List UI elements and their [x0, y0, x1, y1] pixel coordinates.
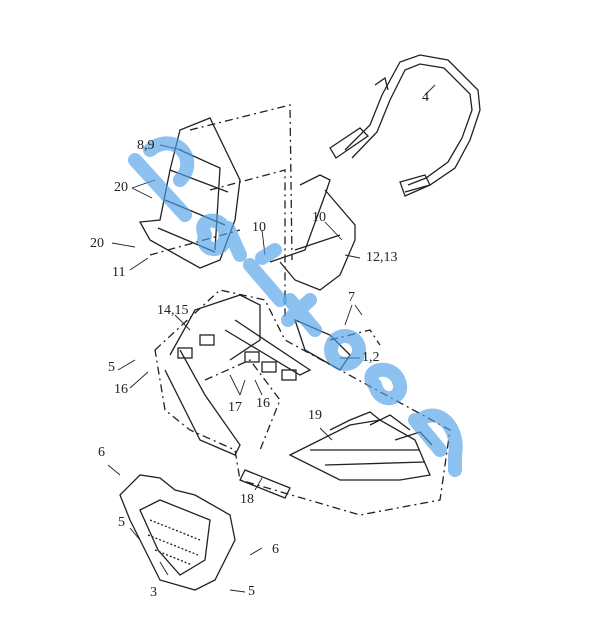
part-12-13-bracket	[269, 174, 356, 291]
callout-20: 20	[114, 180, 128, 195]
watermark	[128, 136, 463, 477]
callout-20: 20	[90, 236, 104, 251]
callout-11: 11	[112, 265, 126, 280]
callout-16: 16	[256, 396, 270, 411]
callout-7: 7	[348, 290, 355, 305]
callout-3: 3	[150, 585, 157, 600]
part-4-bar	[329, 54, 481, 197]
callout-6: 6	[98, 445, 105, 460]
callout-19: 19	[308, 408, 322, 423]
callout-12-13: 12,13	[366, 250, 398, 265]
part-3-front-bumper	[119, 474, 236, 591]
part-14-15-nerf-bar	[164, 294, 312, 456]
callout-5: 5	[248, 584, 255, 599]
part-19-skid	[288, 411, 433, 481]
callout-10: 10	[312, 210, 326, 225]
callout-6: 6	[272, 542, 279, 557]
part-18-tube	[239, 469, 291, 499]
callout-10: 10	[252, 220, 266, 235]
leader-lines	[107, 84, 436, 593]
callout-5: 5	[108, 360, 115, 375]
callout-8-9: 8,9	[137, 138, 155, 153]
callout-5: 5	[118, 515, 125, 530]
callout-1-2: 1,2	[362, 350, 380, 365]
callout-17: 17	[228, 400, 242, 415]
callout-18: 18	[240, 492, 254, 507]
callout-14-15: 14,15	[157, 303, 189, 318]
callout-16: 16	[114, 382, 128, 397]
callout-4: 4	[422, 90, 429, 105]
